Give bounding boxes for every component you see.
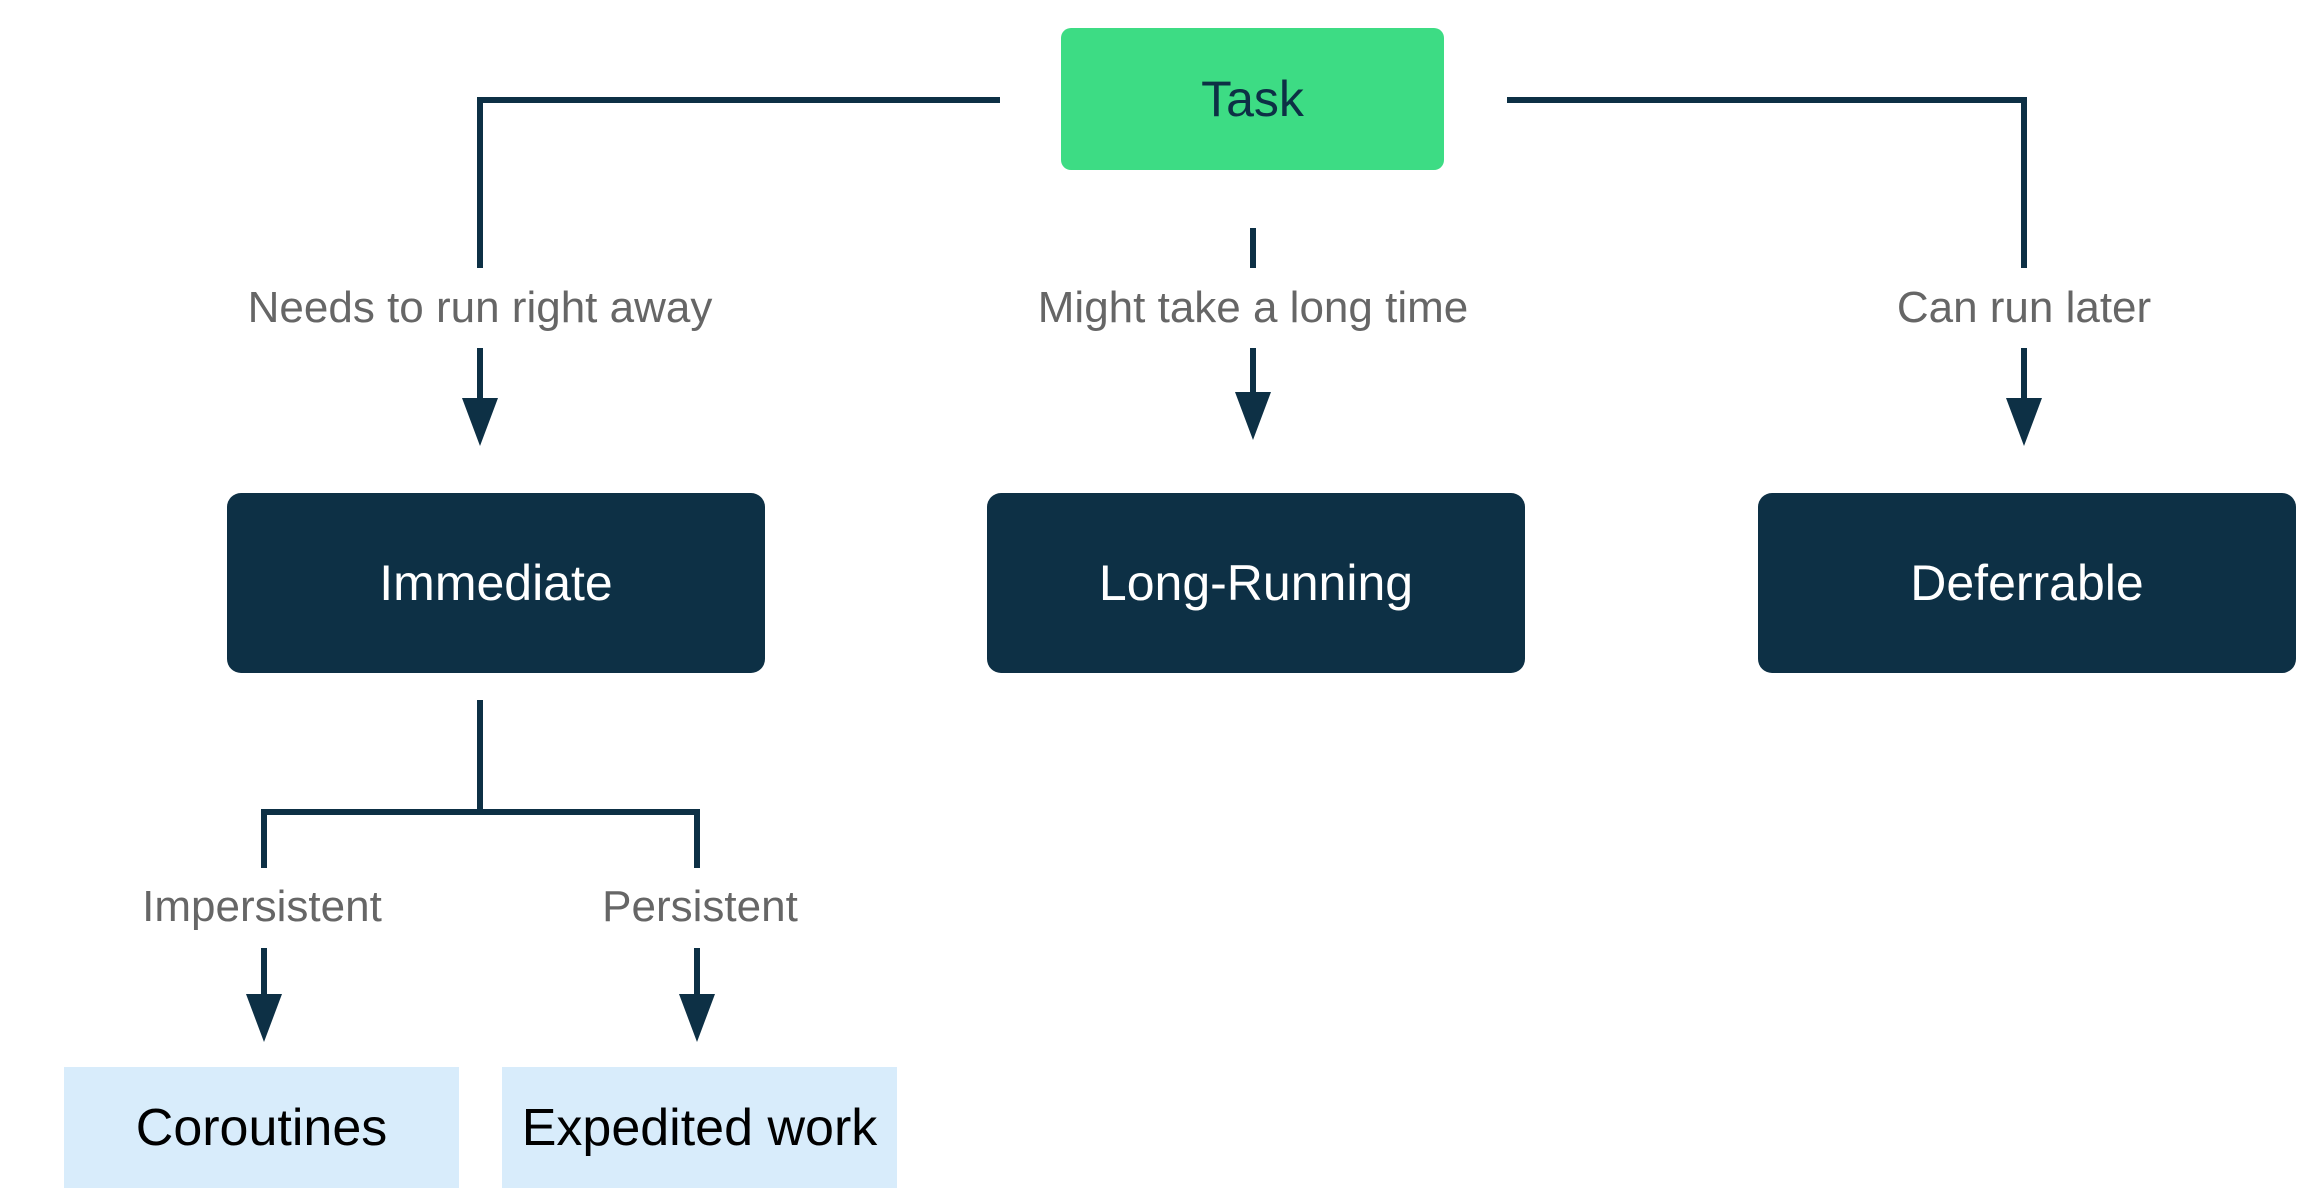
edge-label-needs-to-run-right-away: Needs to run right away — [247, 283, 713, 332]
long-running-node-label: Long-Running — [1098, 555, 1414, 611]
arrowhead-deferrable — [2006, 398, 2042, 446]
arrowhead-expedited — [679, 994, 715, 1042]
edge-label-impersistent: Impersistent — [142, 882, 382, 931]
expedited-work-node: Expedited work — [502, 1067, 897, 1188]
task-node-label: Task — [1201, 71, 1304, 127]
deferrable-node: Deferrable — [1758, 493, 2296, 673]
connector-immediate-split — [261, 809, 700, 868]
deferrable-node-label: Deferrable — [1910, 555, 2144, 611]
arrowhead-immediate — [462, 398, 498, 446]
coroutines-node-label: Coroutines — [135, 1098, 388, 1157]
connector-root-to-deferrable — [1507, 97, 2027, 268]
immediate-node: Immediate — [227, 493, 765, 673]
edge-label-might-take-a-long-time: Might take a long time — [1037, 283, 1469, 332]
expedited-work-node-label: Expedited work — [521, 1098, 878, 1157]
long-running-node: Long-Running — [987, 493, 1525, 673]
coroutines-node: Coroutines — [64, 1067, 459, 1188]
connector-root-to-immediate — [477, 97, 1000, 268]
arrowhead-coroutines — [246, 994, 282, 1042]
arrowhead-long-running — [1235, 392, 1271, 440]
edge-label-can-run-later: Can run later — [1896, 283, 2152, 332]
edge-label-persistent: Persistent — [602, 882, 798, 931]
task-node: Task — [1061, 28, 1444, 170]
immediate-node-label: Immediate — [379, 555, 613, 611]
